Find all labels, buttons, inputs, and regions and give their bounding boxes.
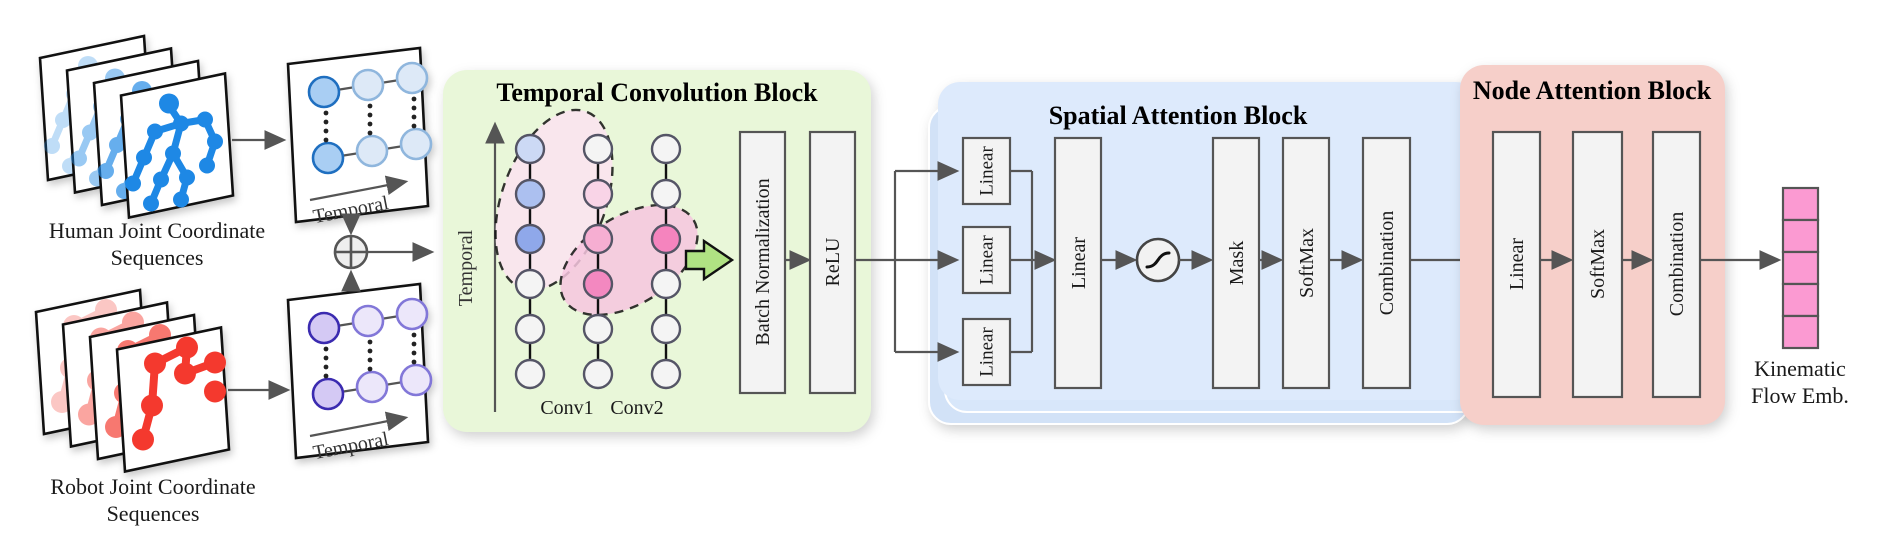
graph-node: [355, 370, 389, 404]
combination-box: [1651, 130, 1702, 399]
softmax-box: [1281, 136, 1331, 390]
graph-column-3: [650, 133, 682, 390]
linear-label: Linear: [1506, 238, 1528, 291]
linear-main-label: Linear: [1068, 237, 1090, 290]
sum-icon: [333, 234, 369, 270]
combination-box: [1361, 136, 1412, 390]
softmax-label: SoftMax: [1296, 228, 1318, 298]
graph-node: [395, 297, 429, 331]
relu-label: ReLU: [822, 237, 844, 286]
qkv-merge-wires: [1010, 169, 1057, 354]
temporal-axis-arrow: [309, 411, 409, 438]
node-attention-block: Node Attention Block Linear SoftMax Comb…: [1460, 65, 1725, 425]
conv2-label: Conv2: [610, 397, 663, 419]
graph-node: [399, 363, 433, 397]
robot-input-frames: [34, 288, 231, 473]
embedding-label-line1: Kinematic: [1754, 356, 1846, 381]
graph-node: [399, 127, 433, 161]
temporal-axis-arrow: [309, 175, 409, 202]
human-frame-4: [119, 72, 235, 219]
softmax-box: [1571, 130, 1624, 399]
embedding-cell: [1781, 314, 1820, 350]
kinematic-flow-embedding: Kinematic Flow Emb.: [1751, 186, 1849, 408]
conv-output-arrow-icon: [684, 238, 735, 282]
robot-frame-4: [115, 326, 231, 473]
vertical-ellipsis-icon: [323, 96, 417, 143]
embedding-cell: [1781, 186, 1820, 222]
graph-node: [355, 134, 389, 168]
activation-function-icon: [1135, 237, 1181, 283]
linear-branch3-label: Linear: [977, 327, 998, 377]
graph-node: [311, 377, 345, 411]
block-title: Spatial Attention Block: [1049, 101, 1308, 130]
block-title: Node Attention Block: [1473, 76, 1712, 105]
qkv-split-wires: [855, 161, 960, 362]
vertical-ellipsis-icon: [323, 332, 417, 379]
graph-node: [351, 68, 385, 102]
temporal-convolution-block: Temporal Convolution Block Temporal: [443, 70, 871, 432]
embedding-cell: [1781, 282, 1820, 318]
embedding-cell: [1781, 250, 1820, 286]
robot-input-label-line1: Robot Joint Coordinate: [50, 474, 255, 499]
human-temporal-panel: Temporal: [286, 46, 433, 228]
temporal-axis-label: Temporal: [455, 229, 477, 306]
mask-label: Mask: [1226, 241, 1248, 285]
graph-node: [395, 61, 429, 95]
batch-norm-box: [738, 130, 787, 395]
human-input-frames: [38, 34, 235, 219]
graph-node: [311, 141, 345, 175]
conv1-label: Conv1: [540, 397, 593, 419]
human-input-label-line1: Human Joint Coordinate: [49, 218, 265, 243]
robot-temporal-panel: Temporal: [286, 282, 433, 464]
batch-norm-label: Batch Normalization: [752, 178, 774, 345]
spatial-attention-block: Spatial Attention Block Linear Linear Li…: [855, 82, 1486, 425]
linear-branch2-box: [961, 225, 1012, 295]
linear-branch1-label: Linear: [977, 146, 998, 196]
combination-label: Combination: [1376, 211, 1398, 315]
graph-column-1: [514, 133, 546, 390]
robot-input-label-line2: Sequences: [107, 501, 200, 526]
mask-box: [1211, 136, 1261, 390]
linear-main-box: [1053, 136, 1103, 390]
graph-node: [307, 75, 341, 109]
block-title: Temporal Convolution Block: [496, 78, 818, 107]
softmax-label: SoftMax: [1587, 229, 1609, 299]
graph-node: [307, 311, 341, 345]
graph-node: [351, 304, 385, 338]
combination-label: Combination: [1666, 212, 1688, 316]
embedding-cell: [1781, 218, 1820, 254]
linear-branch2-label: Linear: [977, 235, 998, 285]
human-input-label-line2: Sequences: [111, 245, 204, 270]
graph-column-2: [582, 133, 614, 390]
linear-branch3-box: [961, 317, 1012, 387]
linear-box: [1491, 130, 1542, 399]
connector-arrows-left: [228, 130, 435, 400]
embedding-label-line2: Flow Emb.: [1751, 383, 1849, 408]
relu-box: [808, 130, 857, 395]
